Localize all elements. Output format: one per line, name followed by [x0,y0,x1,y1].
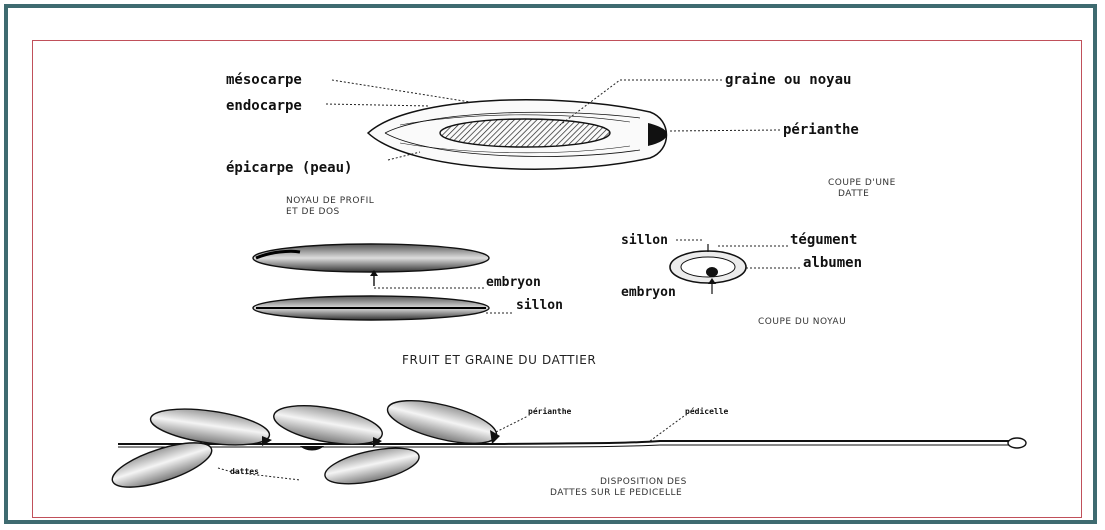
label-dattes: dattes [230,467,259,476]
date-section-illustration [368,100,667,169]
label-mesocarpe: mésocarpe [226,72,302,88]
caption-disposition-2: DATTES SUR LE PEDICELLE [550,488,682,498]
label-endocarpe: endocarpe [226,98,302,114]
label-tegument: tégument [790,232,857,248]
seed-section-illustration [670,251,746,283]
label-embryon-seed: embryon [486,275,541,290]
label-sillon-section: sillon [621,233,668,248]
label-pedicelle: pédicelle [685,406,729,416]
label-graine-ou-noyau: graine ou noyau [725,72,851,88]
label-albumen: albumen [803,255,862,271]
label-embryon-section: embryon [621,285,676,300]
seed-back-illustration [253,296,489,320]
caption-noyau-profil: NOYAU DE PROFIL [286,196,374,206]
caption-noyau-dos: ET DE DOS [286,207,340,217]
label-perianthe-branch: périanthe [528,406,572,416]
caption-coupe-noyau: COUPE DU NOYAU [758,317,846,327]
caption-disposition-1: DISPOSITION DES [600,477,687,487]
label-perianthe: périanthe [783,122,859,138]
diagram-title: FRUIT ET GRAINE DU DATTIER [402,353,596,367]
caption-coupe-datte-2: DATTE [838,189,869,199]
seed-profile-illustration [253,244,489,272]
label-epicarpe: épicarpe (peau) [226,160,352,176]
caption-coupe-datte-1: COUPE D'UNE [828,178,896,188]
label-sillon-seed: sillon [516,298,563,313]
